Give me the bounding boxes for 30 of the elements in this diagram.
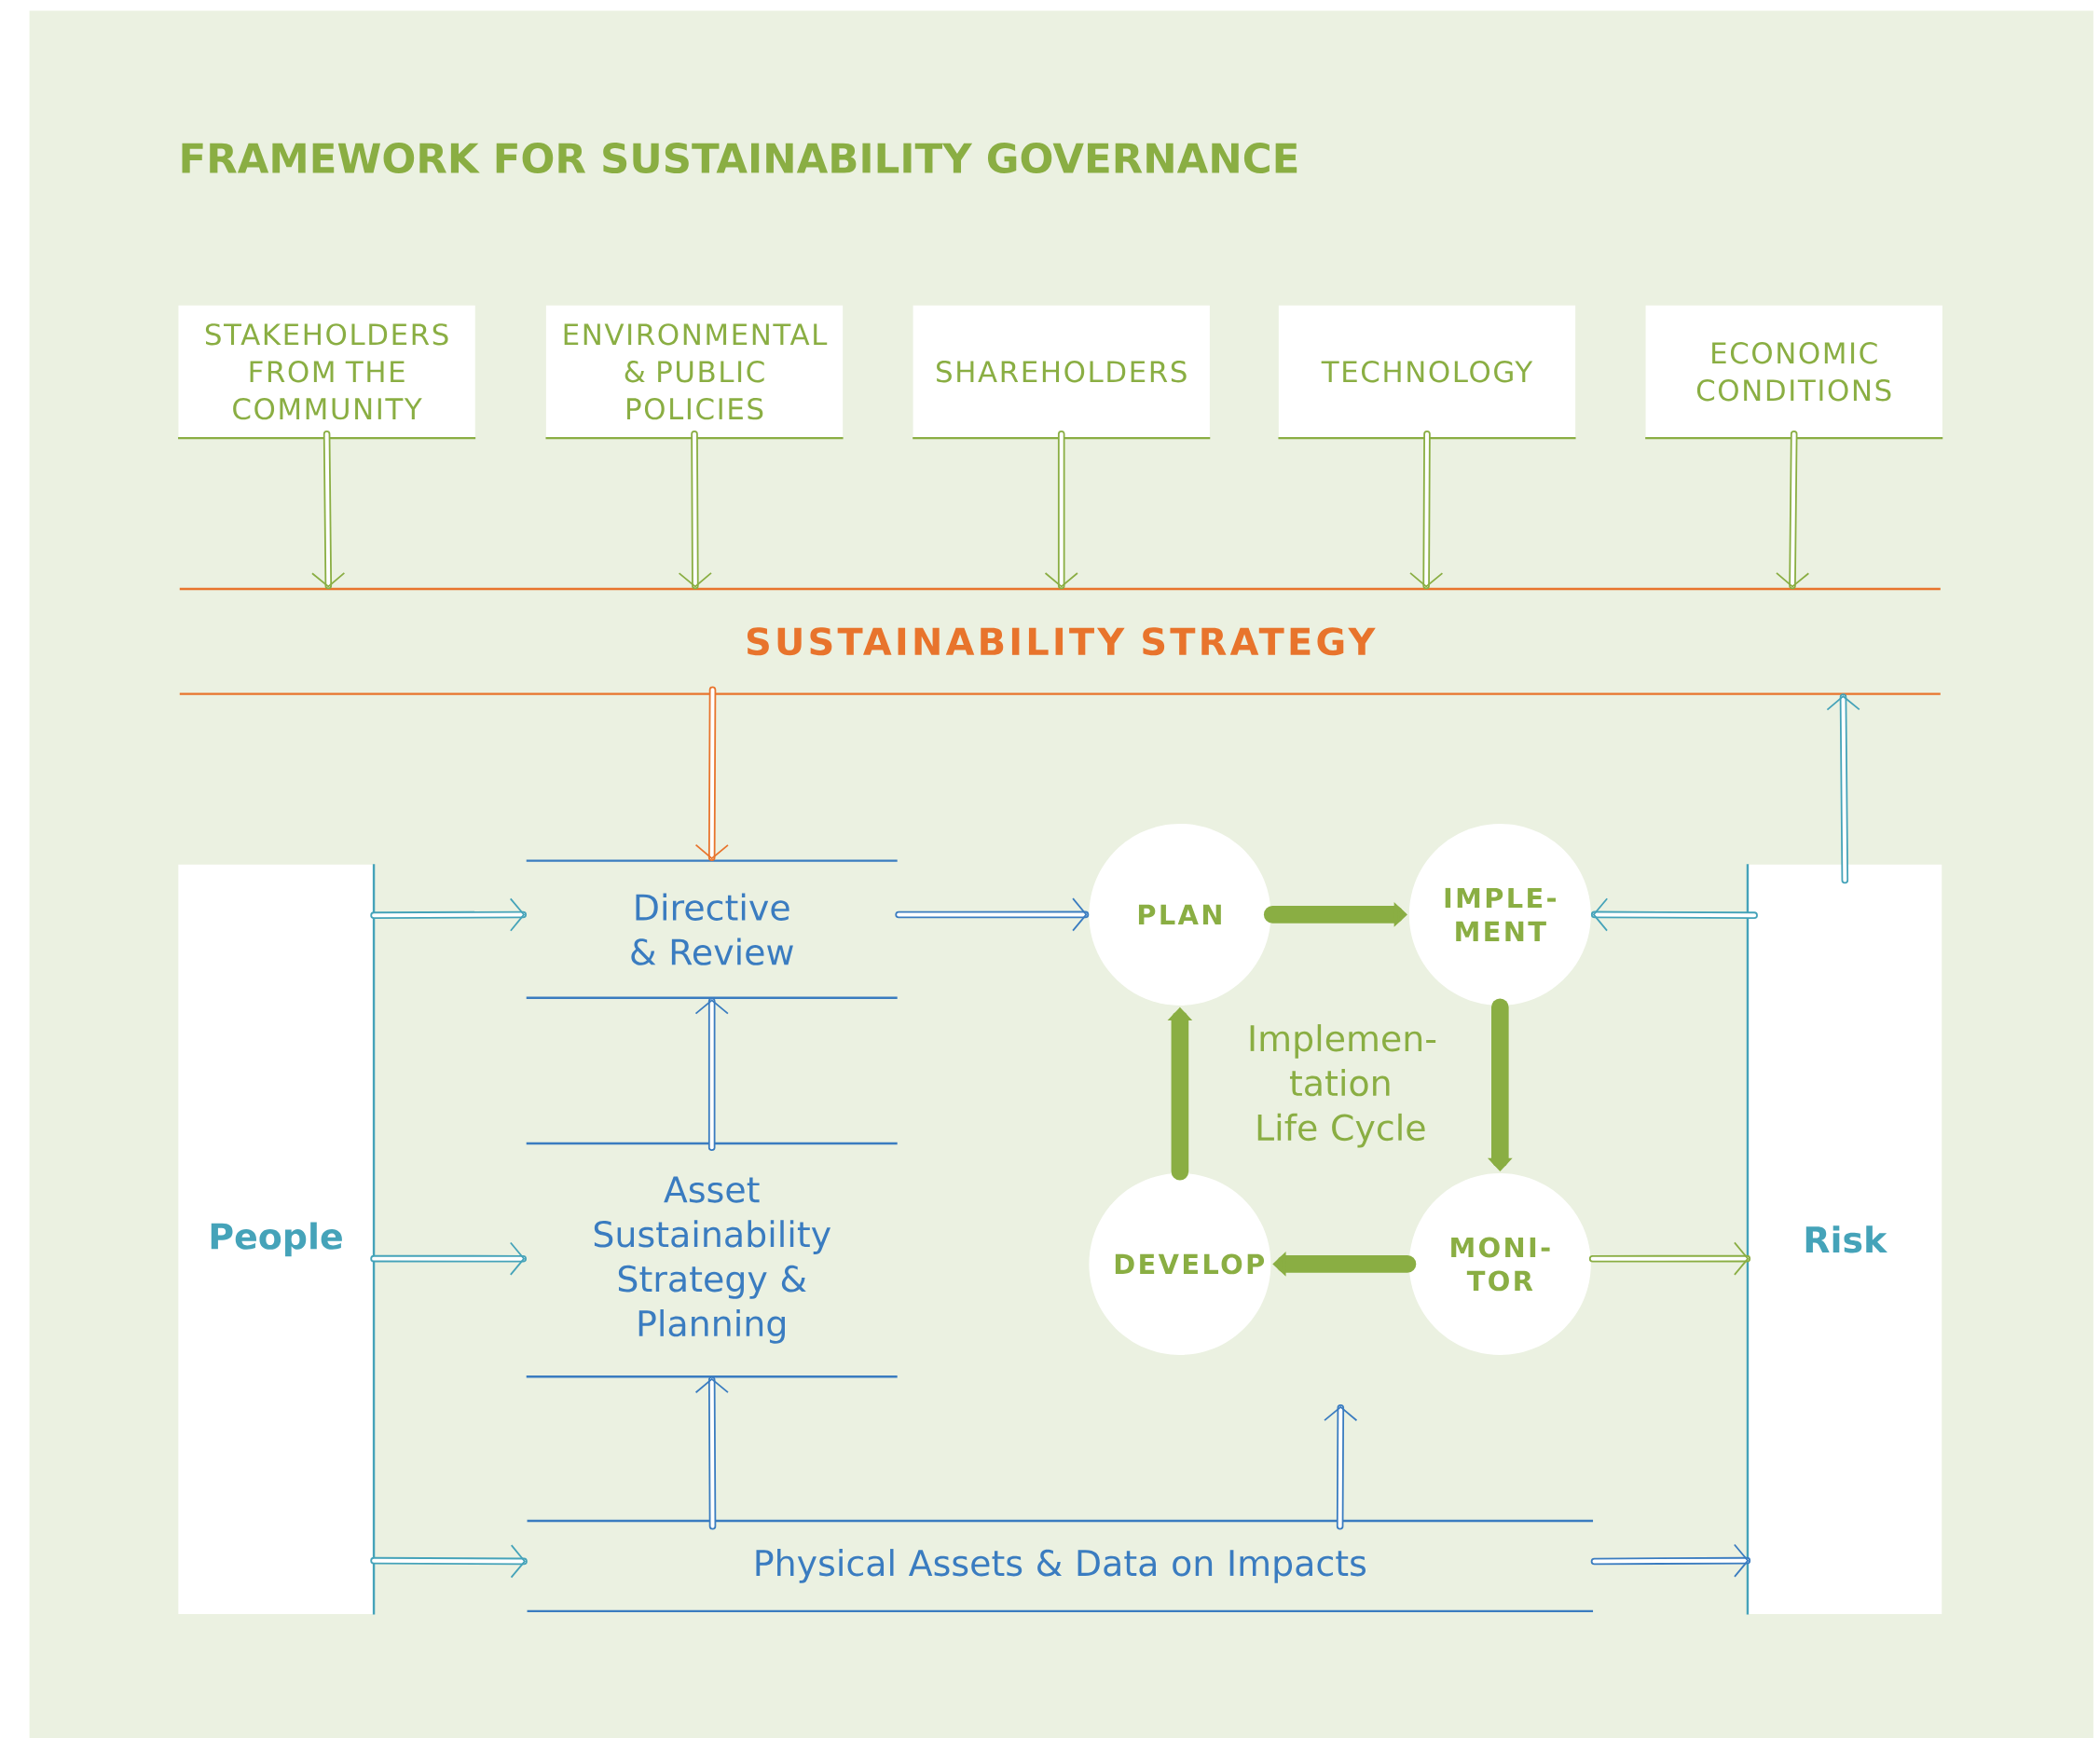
hollow-arrow <box>1409 430 1444 590</box>
hollow-arrow <box>678 430 712 590</box>
influence-box: ENVIRONMENTAL & PUBLIC POLICIES <box>545 305 844 440</box>
hollow-arrow <box>370 1241 527 1276</box>
process-box: Directive & Review <box>526 859 898 999</box>
hollow-arrow <box>694 997 729 1152</box>
influence-box: ECONOMIC CONDITIONS <box>1645 305 1943 440</box>
influence-box: SHAREHOLDERS <box>913 305 1211 440</box>
influence-box: TECHNOLOGY <box>1278 305 1576 440</box>
cycle-label: Implemen-tation Life Cycle <box>1250 1024 1436 1148</box>
hollow-arrow <box>1590 1543 1751 1578</box>
hollow-arrow <box>370 1544 528 1579</box>
hollow-arrow <box>895 897 1090 932</box>
title: FRAMEWORK FOR SUSTAINABILITY GOVERNANCE <box>182 143 1297 173</box>
hollow-arrow <box>1826 693 1860 884</box>
side-panel: Risk <box>1746 864 1942 1615</box>
hollow-arrow <box>694 686 729 861</box>
process-box: Asset Sustainability Strategy & Planning <box>526 1142 898 1378</box>
hollow-arrow <box>370 897 527 932</box>
process-box: Physical Assets & Data on Impacts <box>527 1519 1594 1613</box>
hollow-arrow <box>694 1375 729 1530</box>
hollow-arrow <box>1044 430 1078 590</box>
strategy-band: SUSTAINABILITY STRATEGY <box>179 587 1941 695</box>
hollow-arrow <box>1776 430 1810 590</box>
hollow-arrow <box>1588 1241 1751 1276</box>
influence-box: STAKEHOLDERS FROM THE COMMUNITY <box>178 305 476 440</box>
side-panel: People <box>178 864 376 1615</box>
hollow-arrow <box>1324 1404 1358 1530</box>
hollow-arrow <box>311 430 346 590</box>
hollow-arrow <box>1590 897 1758 932</box>
